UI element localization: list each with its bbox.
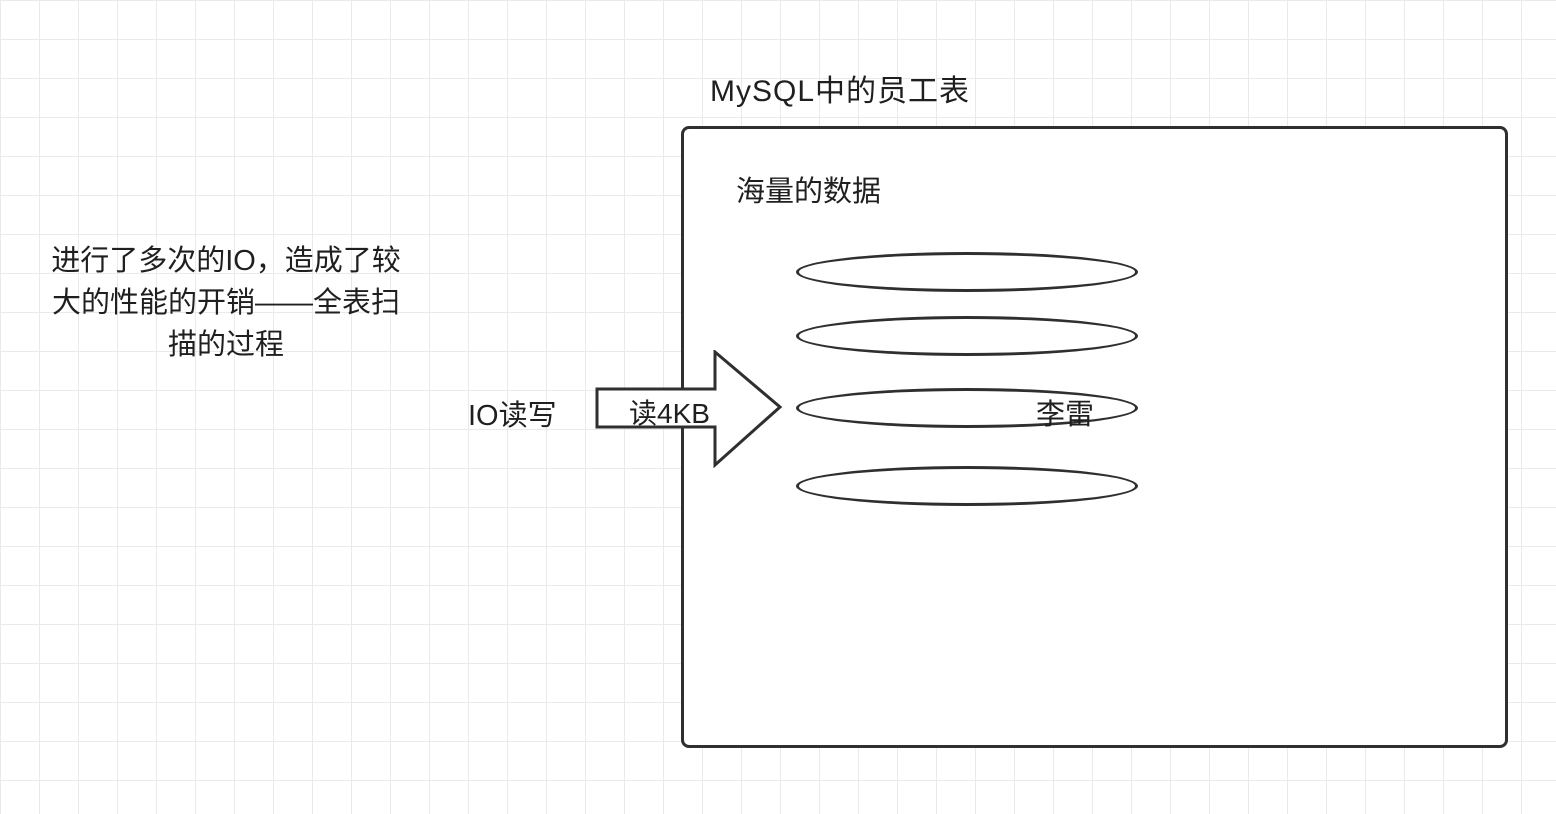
employee-table-box: [681, 126, 1508, 748]
table-row-ellipse-3: [796, 388, 1138, 428]
box-label-massive-data: 海量的数据: [736, 176, 882, 208]
arrow-outer-label: IO读写: [468, 400, 557, 432]
diagram-title: MySQL中的员工表: [710, 75, 971, 108]
performance-note: 进行了多次的IO，造成了较 大的性能的开销——全表扫 描的过程: [10, 240, 442, 366]
table-row-ellipse-1: [796, 252, 1138, 292]
arrow-inner-label: 读4KB: [629, 398, 710, 429]
note-line-2: 大的性能的开销——全表扫: [51, 287, 400, 319]
table-row-ellipse-2: [796, 316, 1138, 356]
io-arrow-icon: [595, 350, 783, 468]
note-line-1: 进行了多次的IO，造成了较: [51, 245, 401, 277]
table-row-ellipse-4: [796, 466, 1138, 506]
row-label-lilei: 李雷: [1036, 399, 1095, 431]
note-line-3: 描的过程: [167, 329, 284, 361]
